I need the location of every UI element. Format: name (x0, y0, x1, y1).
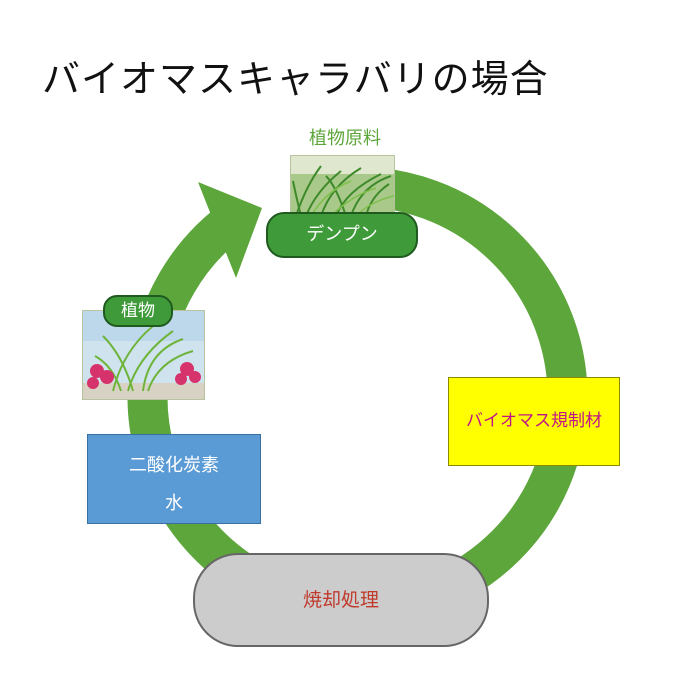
plant-label: 植物 (103, 295, 173, 327)
page-title: バイオマスキャラバリの場合 (42, 57, 549, 101)
co2-water-box: 二酸化炭素 水 (87, 434, 261, 524)
co2-label: 二酸化炭素 (129, 455, 219, 476)
raw-material-title: 植物原料 (309, 128, 381, 149)
water-label: 水 (165, 493, 183, 514)
cycle-arrow-head (198, 182, 262, 278)
biomass-material-box: バイオマス規制材 (448, 377, 620, 466)
raw-material-image (290, 155, 395, 217)
incineration-box: 焼却処理 (193, 553, 489, 647)
starch-label: デンプン (266, 212, 418, 258)
